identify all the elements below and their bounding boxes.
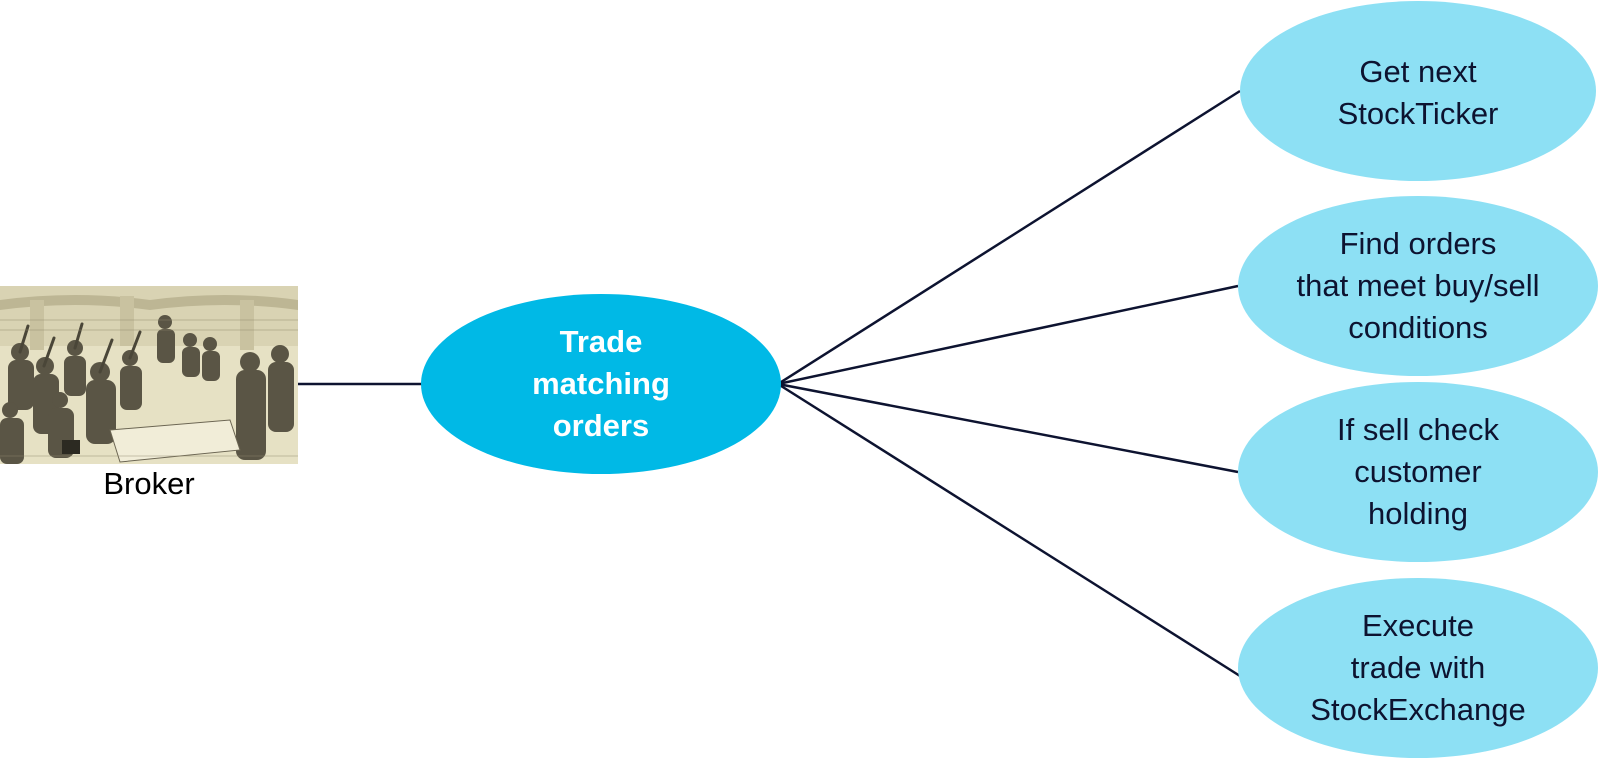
use-case-label: Trade matching orders [421,294,781,474]
step-label-2: Find orders that meet buy/sell condition… [1238,196,1598,376]
step-label-1: Get next StockTicker [1240,3,1596,183]
step-label-4: Execute trade with StockExchange [1238,578,1598,758]
connector-to-step-2 [778,286,1238,384]
connector-to-step-1 [778,91,1240,384]
broker-label: Broker [0,466,298,502]
broker-image [0,286,298,464]
step-label-3: If sell check customer holding [1238,382,1598,562]
